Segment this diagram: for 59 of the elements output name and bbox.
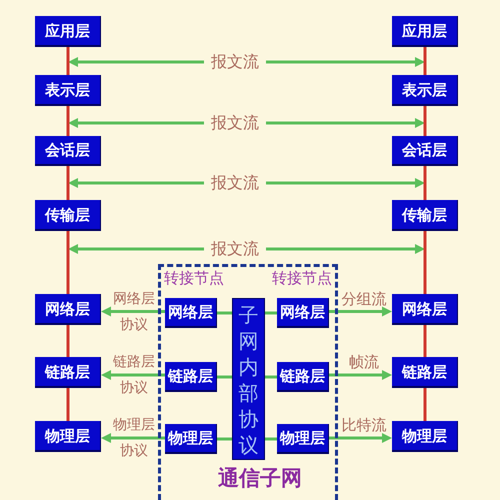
connector-line xyxy=(66,325,70,357)
layer-box: 传输层 xyxy=(392,200,458,231)
layer-box: 网络层 xyxy=(165,298,217,328)
connector-line xyxy=(66,231,70,294)
connector-line xyxy=(66,47,70,75)
layer-box: 会话层 xyxy=(35,136,101,166)
connector-line xyxy=(424,325,426,357)
arrow xyxy=(101,370,165,380)
edge-label: 报文流 xyxy=(204,113,266,133)
arrow xyxy=(329,370,392,380)
layer-box: 网络层 xyxy=(277,298,329,328)
arrow xyxy=(101,433,165,443)
edge-label: 帧流 xyxy=(349,353,379,371)
region-title: 通信子网 xyxy=(218,465,302,491)
connector-line xyxy=(424,231,426,294)
connector-line xyxy=(424,166,426,200)
layer-box: 会话层 xyxy=(392,136,458,166)
layer-box: 链路层 xyxy=(165,362,217,392)
layer-box: 链路层 xyxy=(392,357,458,388)
arrow xyxy=(329,433,392,443)
edge-label: 链路层协议 xyxy=(112,353,156,398)
connector-line xyxy=(217,312,232,314)
layer-box: 物理层 xyxy=(277,424,329,454)
connector-line xyxy=(265,312,277,314)
column-heading: 转接节点 xyxy=(164,269,224,287)
protocol-box: 子网内部协议 xyxy=(232,298,265,460)
layer-box: 表示层 xyxy=(392,75,458,106)
connector-line xyxy=(265,376,277,378)
layer-box: 传输层 xyxy=(35,200,101,231)
layer-box: 网络层 xyxy=(392,294,458,325)
connector-line xyxy=(424,106,426,136)
connector-line xyxy=(424,47,426,75)
connector-line xyxy=(217,376,232,378)
edge-label: 报文流 xyxy=(204,52,266,72)
edge-label: 比特流 xyxy=(342,416,386,434)
layer-box: 链路层 xyxy=(277,362,329,392)
edge-label: 报文流 xyxy=(204,173,266,193)
connector-line xyxy=(66,388,70,421)
edge-label: 网络层协议 xyxy=(112,290,156,334)
layer-box: 链路层 xyxy=(35,357,101,388)
connector-line xyxy=(424,388,426,421)
layer-box: 物理层 xyxy=(165,424,217,454)
column-heading: 转接节点 xyxy=(272,269,332,287)
arrow xyxy=(101,306,165,316)
layer-box: 应用层 xyxy=(392,16,458,47)
connector-line xyxy=(265,438,277,440)
edge-label: 报文流 xyxy=(204,239,266,259)
arrow xyxy=(329,306,392,316)
layer-box: 物理层 xyxy=(35,421,101,452)
layer-box: 物理层 xyxy=(392,421,458,452)
dashed-frame xyxy=(158,264,338,500)
edge-label: 物理层协议 xyxy=(112,416,156,461)
connector-line xyxy=(217,438,232,440)
connector-line xyxy=(66,106,70,136)
layer-box: 应用层 xyxy=(35,16,101,47)
layer-box: 表示层 xyxy=(35,75,101,106)
connector-line xyxy=(66,166,70,200)
edge-label: 分组流 xyxy=(342,290,386,308)
layer-box: 网络层 xyxy=(35,294,101,325)
